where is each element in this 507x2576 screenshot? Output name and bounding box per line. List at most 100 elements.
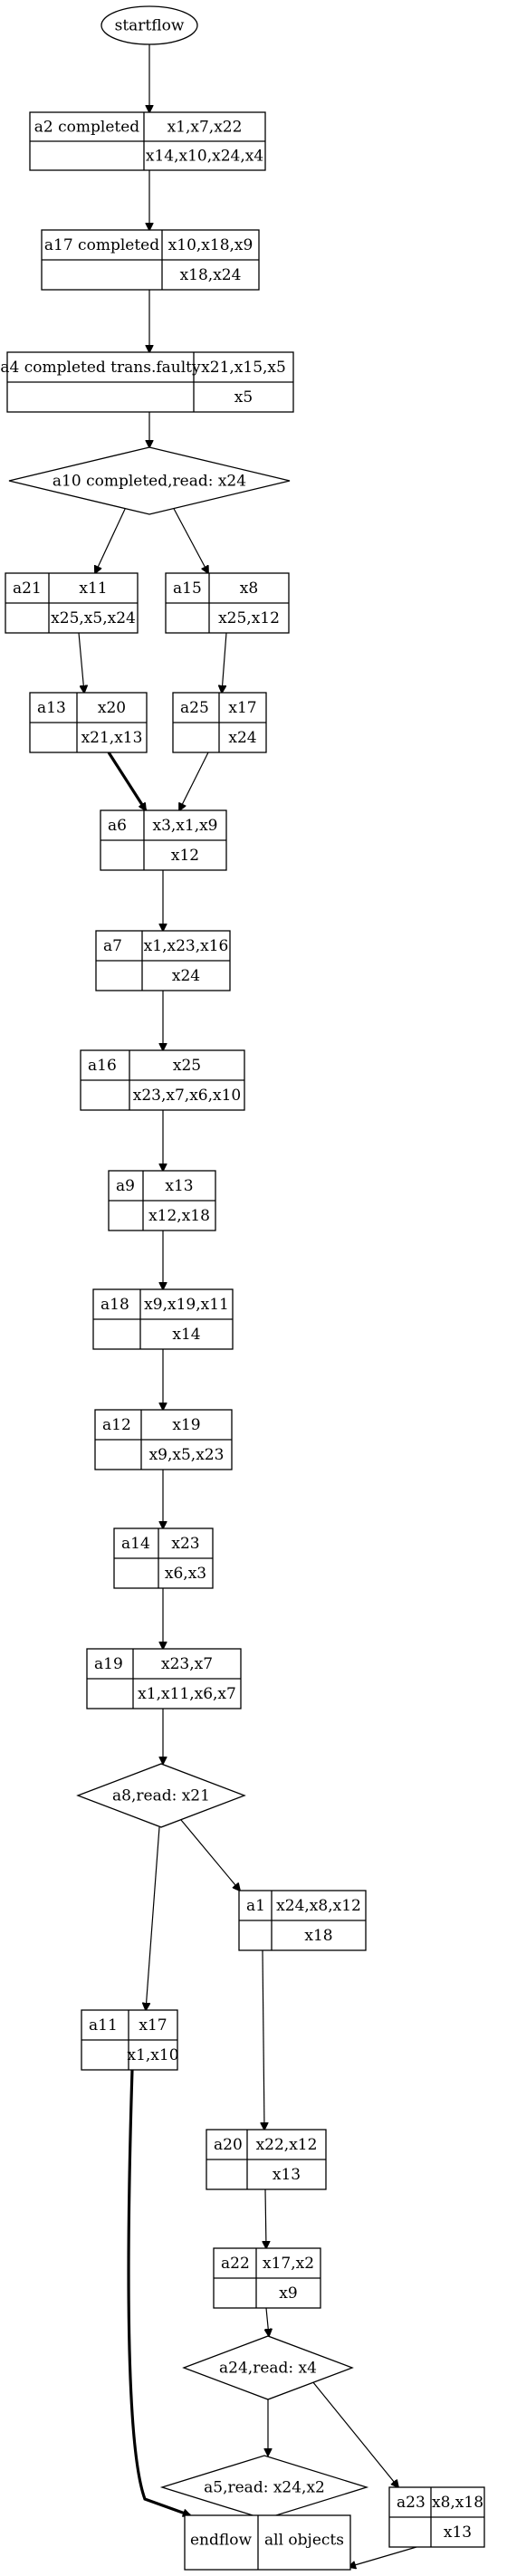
node-name: a22 — [221, 2255, 250, 2273]
activity-node-a15: a15 x8 x25,x12 — [165, 572, 290, 634]
node-bottom-values: x24 — [228, 729, 256, 747]
edge-a25-a6 — [179, 752, 209, 810]
node-name: a13 — [37, 699, 66, 717]
node-bottom-values: x1,x11,x6,x7 — [138, 1685, 236, 1703]
node-top-values: x8 — [240, 579, 258, 598]
decision-label: a24,read: x4 — [219, 2360, 317, 2378]
edge-a10-a15 — [171, 504, 208, 573]
node-bottom-values: x1,x10 — [127, 2046, 178, 2064]
edge-a22-a24 — [266, 2307, 269, 2336]
node-top-values: x25 — [173, 1057, 201, 1075]
decision-node-a24: a24,read: x4 — [182, 2335, 354, 2400]
start-label: startflow — [115, 17, 185, 35]
node-bottom-values: x18,x24 — [180, 266, 242, 284]
node-name: a14 — [121, 1535, 150, 1553]
node-top-values: x11 — [79, 579, 107, 598]
end-label: endflow — [190, 2532, 252, 2550]
node-name: a1 — [246, 1897, 265, 1915]
decision-diamond — [8, 446, 291, 515]
activity-node-a25: a25 x17 x24 — [172, 692, 267, 753]
activity-node-a13: a13 x20 x21,x13 — [29, 692, 148, 753]
node-bottom-values: x23,x7,x6,x10 — [133, 1087, 241, 1105]
start-node: startflow — [100, 5, 198, 45]
node-bottom-values: x25,x5,x24 — [51, 609, 136, 627]
node-bottom-values: x6,x3 — [165, 1565, 206, 1583]
node-name: a20 — [214, 2136, 243, 2154]
node-bottom-values: x12,x18 — [148, 1207, 210, 1225]
node-name: a12 — [102, 1416, 131, 1434]
node-bottom-values: x25,x12 — [218, 609, 280, 627]
edge-a8-a11 — [146, 1826, 160, 2010]
node-name: a2 completed — [34, 119, 140, 137]
edge-a1-a20 — [263, 1949, 264, 2130]
edge-a21-a13 — [78, 632, 84, 693]
node-bottom-values: x12 — [171, 847, 199, 865]
activity-node-a18: a18 x9,x19,x11 x14 — [92, 1288, 234, 1350]
node-top-values: x24,x8,x12 — [276, 1897, 361, 1915]
node-top-values: x19 — [172, 1416, 200, 1434]
edge-a8-a1 — [180, 1819, 240, 1891]
decision-diamond — [182, 2335, 354, 2400]
activity-node-a9: a9 x13 x12,x18 — [108, 1170, 216, 1231]
nodes: a2 completed x1,x7,x22 x14,x10,x24,x4 a17 c… — [0, 5, 485, 2571]
activity-node-a17: a17 completed x10,x18,x9 x18,x24 — [41, 229, 260, 291]
node-top-values: x17 — [139, 2016, 167, 2035]
node-name: a17 completed — [44, 236, 159, 254]
node-top-values: x21,x15,x5 — [201, 359, 286, 377]
edges — [78, 44, 417, 2567]
decision-label: a10 completed,read: x24 — [53, 473, 246, 491]
node-top-values: x20 — [98, 699, 126, 717]
node-bottom-values: x14 — [172, 1326, 200, 1344]
node-bottom-values: x21,x13 — [81, 729, 143, 747]
node-name: a15 — [173, 579, 202, 598]
node-bottom-values: x13 — [444, 2523, 472, 2542]
decision-label: a8,read: x21 — [112, 1787, 210, 1805]
node-bottom-values: x14,x10,x24,x4 — [146, 148, 263, 166]
edge-a23-end — [349, 2546, 417, 2567]
node-name: a6 — [108, 817, 127, 835]
node-top-values: x1,x7,x22 — [167, 119, 243, 137]
edge-a24-a23 — [311, 2380, 398, 2487]
node-top-values: x3,x1,x9 — [152, 817, 217, 835]
node-top-values: x13 — [165, 1177, 193, 1195]
activity-node-a6: a6 x3,x1,x9 x12 — [100, 809, 227, 871]
node-name: a16 — [88, 1057, 117, 1075]
node-name: a4 completed trans.faulty — [0, 359, 201, 377]
node-top-values: x9,x19,x11 — [144, 1296, 229, 1314]
activity-node-a2: a2 completed x1,x7,x22 x14,x10,x24,x4 — [29, 111, 266, 171]
edge-a13-a6 — [107, 752, 148, 810]
node-bottom-values: x9,x5,x23 — [149, 1446, 225, 1464]
node-name: a25 — [180, 699, 209, 717]
edge-a20-a22 — [265, 2188, 266, 2248]
node-name: a23 — [397, 2494, 426, 2512]
node-name: a18 — [100, 1296, 129, 1314]
end-box — [184, 2514, 351, 2571]
decision-node-a5: a5,read: x24,x2 — [159, 2455, 369, 2520]
decision-label: a5,read: x24,x2 — [204, 2479, 325, 2497]
edge-a10-a21 — [95, 504, 128, 573]
node-top-values: x17 — [228, 699, 256, 717]
edge-a15-a25 — [222, 632, 227, 693]
node-name: a7 — [103, 937, 122, 955]
node-top-values: x10,x18,x9 — [168, 236, 254, 254]
activity-node-a16: a16 x25 x23,x7,x6,x10 — [80, 1049, 245, 1111]
node-bottom-values: x9 — [279, 2284, 297, 2303]
node-name: a21 — [13, 579, 42, 598]
node-name: a19 — [94, 1655, 123, 1673]
node-bottom-values: x13 — [273, 2166, 301, 2184]
activity-node-a21: a21 x11 x25,x5,x24 — [5, 572, 139, 634]
edge-a11-end — [127, 2069, 190, 2515]
node-bottom-values: x24 — [172, 967, 200, 985]
node-name: a9 — [116, 1177, 135, 1195]
start-ellipse — [100, 5, 198, 45]
decision-diamond — [159, 2455, 369, 2520]
